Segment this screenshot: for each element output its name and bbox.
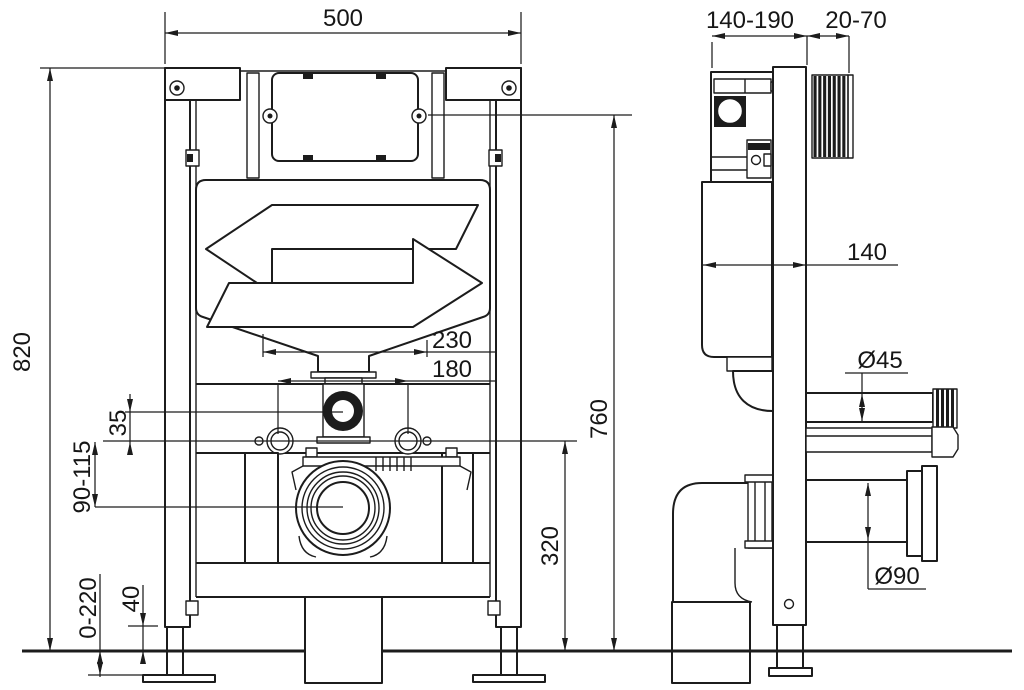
dim-foot-adjust-range: 0-220 [75,577,102,638]
dim-flush-pipe-diameter: Ø45 [857,347,902,374]
frame-rail-side [772,66,807,626]
dim-drain-pipe-diameter: Ø90 [874,563,919,590]
access-panel [271,72,419,162]
dim-actuator-height: 760 [586,399,613,439]
dim-height: 820 [9,332,36,372]
dim-frame-depth: 140 [847,239,887,266]
dim-fixing-spacing: 180 [432,356,472,383]
dim-tank-outlet-width: 230 [432,327,472,354]
dim-flush-offset: 35 [105,410,132,437]
drain-socket [295,460,391,558]
wall-finish-block [811,74,854,159]
dimensions: 500 820 230 180 35 90-115 0-2 [9,5,926,677]
dim-wall-range: 20-70 [825,7,886,34]
fill-valve-icon [716,97,744,125]
side-view [671,66,959,684]
bracket-teeth [375,457,412,471]
dim-width: 500 [323,5,363,32]
dim-drain-height: 320 [537,526,564,566]
drain-elbow-housing [304,596,383,684]
drain-pipe [805,465,938,562]
dim-base-height: 40 [118,586,145,613]
dim-drain-offset-range: 90-115 [69,441,96,514]
drain-elbow [671,482,753,684]
double-arrow-icon [205,204,483,328]
panel-screw-icon [262,108,427,124]
bracket-screw-icon [169,80,517,96]
flush-pipe [805,388,959,458]
front-view [142,67,546,684]
dim-depth-range: 140-190 [706,7,794,34]
